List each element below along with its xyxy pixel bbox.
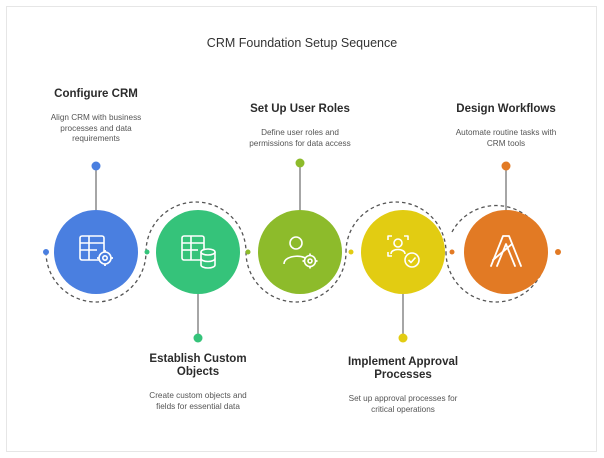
user-approval-icon: [387, 235, 420, 268]
step-circle-3: [258, 210, 342, 294]
stem-dot-5: [501, 161, 511, 171]
step-2-title: Establish Custom Objects: [123, 353, 273, 379]
stem-dot-1: [91, 161, 101, 171]
step-circle-5: [464, 210, 548, 294]
step-5-description-line-1: Automate routine tasks with: [455, 128, 557, 137]
page-title: CRM Foundation Setup Sequence: [206, 36, 398, 50]
step-4-description-line-2: critical operations: [371, 404, 435, 414]
arc-1-2: [145, 201, 247, 253]
step-4-title-line-2: Processes: [374, 369, 432, 381]
joint-dot-3: [348, 249, 354, 255]
workflow-logo-icon: [490, 235, 522, 267]
step-3-description-line-1: Define user roles and: [261, 128, 339, 137]
joint-dot-2: [245, 249, 251, 255]
arc-4-5: [445, 251, 547, 303]
step-1-description: Align CRM with business processes and da…: [26, 113, 166, 145]
step-2-title-line-1: Establish Custom: [149, 353, 247, 365]
table-database-icon: [181, 235, 216, 269]
step-2-description-line-1: Create custom objects and: [149, 391, 247, 400]
user-gear-icon: [283, 236, 318, 269]
step-3-description: Define user roles and permissions for da…: [225, 128, 375, 149]
step-circle-1: [54, 210, 138, 294]
step-1-description-line-3: requirements: [72, 134, 120, 143]
step-4-title-line-1: Implement Approval: [347, 356, 459, 368]
stem-dot-4: [398, 333, 408, 343]
start-dot: [43, 249, 49, 255]
step-2-title-line-2: Objects: [176, 366, 220, 378]
step-4-description-line-1: Set up approval processes for: [348, 394, 458, 403]
step-5-title: Design Workflows: [456, 103, 556, 115]
arc-left-1: [45, 251, 147, 303]
image-frame: [6, 6, 597, 452]
step-1-description-line-1: Align CRM with business: [50, 113, 142, 122]
stem-dot-3: [295, 158, 305, 168]
step-4-title: Implement Approval Processes: [323, 356, 483, 382]
step-circle-4: [361, 210, 445, 294]
step-5-description-line-2: CRM tools: [486, 138, 526, 148]
stems: [95, 164, 507, 336]
joint-dot-4: [449, 249, 455, 255]
step-1-description-line-2: processes and data: [60, 123, 132, 133]
step-3-title: Set Up User Roles: [250, 103, 350, 115]
end-dot: [555, 249, 561, 255]
stem-dot-2: [193, 333, 203, 343]
step-1-title: Configure CRM: [54, 88, 138, 100]
step-3-description-line-2: permissions for data access: [249, 138, 351, 148]
arc-3-4: [345, 201, 447, 253]
table-gear-icon: [79, 235, 113, 266]
arc-2-3: [245, 251, 347, 303]
step-circle-2: [156, 210, 240, 294]
step-2-description-line-2: fields for essential data: [156, 401, 240, 411]
step-5-description: Automate routine tasks with CRM tools: [431, 128, 581, 149]
joint-dot-1: [144, 249, 150, 255]
step-4-description: Set up approval processes for critical o…: [323, 394, 483, 415]
step-2-description: Create custom objects and fields for ess…: [123, 391, 273, 412]
